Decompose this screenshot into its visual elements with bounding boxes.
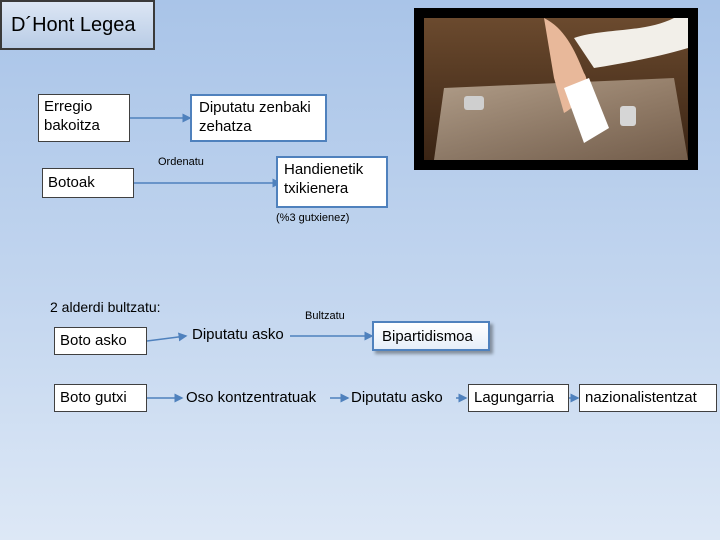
lagungarria-box: Lagungarria (468, 384, 569, 412)
handienetik-label: Handienetik txikienera (284, 161, 364, 197)
oso-kontzentratuak-label: Oso kontzentratuak (186, 389, 317, 406)
boto-gutxi-label: Boto gutxi (60, 389, 127, 406)
botoak-box: Botoak (42, 168, 134, 198)
ordenatu-label: Ordenatu (158, 156, 204, 168)
diputatu-zenbaki-label: Diputatu zenbaki zehatza (199, 99, 311, 135)
erregio-label: Erregio bakoitza (44, 98, 100, 134)
botoak-label: Botoak (48, 174, 95, 191)
bultzatu-label: Bultzatu (305, 310, 345, 322)
boto-asko-box: Boto asko (54, 327, 147, 355)
ballot-photo (414, 8, 698, 170)
boto-asko-label: Boto asko (60, 332, 127, 349)
bipartidismoa-box: Bipartidismoa (372, 321, 490, 351)
lagungarria-label: Lagungarria (474, 389, 555, 406)
handienetik-box: Handienetik txikienera (276, 156, 388, 208)
diputatu-asko-label-2: Diputatu asko (351, 389, 443, 406)
boto-gutxi-box: Boto gutxi (54, 384, 147, 412)
nazionalistentzat-box: nazionalistentzat (579, 384, 717, 412)
bultzatu-heading: 2 alderdi bultzatu: (50, 299, 161, 315)
page-title: D´Hont Legea (0, 0, 155, 50)
nazionalistentzat-label: nazionalistentzat (585, 389, 697, 406)
diputatu-asko-label-1: Diputatu asko (192, 326, 284, 343)
bipartidismoa-label: Bipartidismoa (382, 328, 473, 345)
erregio-box: Erregio bakoitza (38, 94, 130, 142)
gutxienez-label: (%3 gutxienez) (276, 212, 350, 224)
diputatu-zenbaki-box: Diputatu zenbaki zehatza (190, 94, 327, 142)
